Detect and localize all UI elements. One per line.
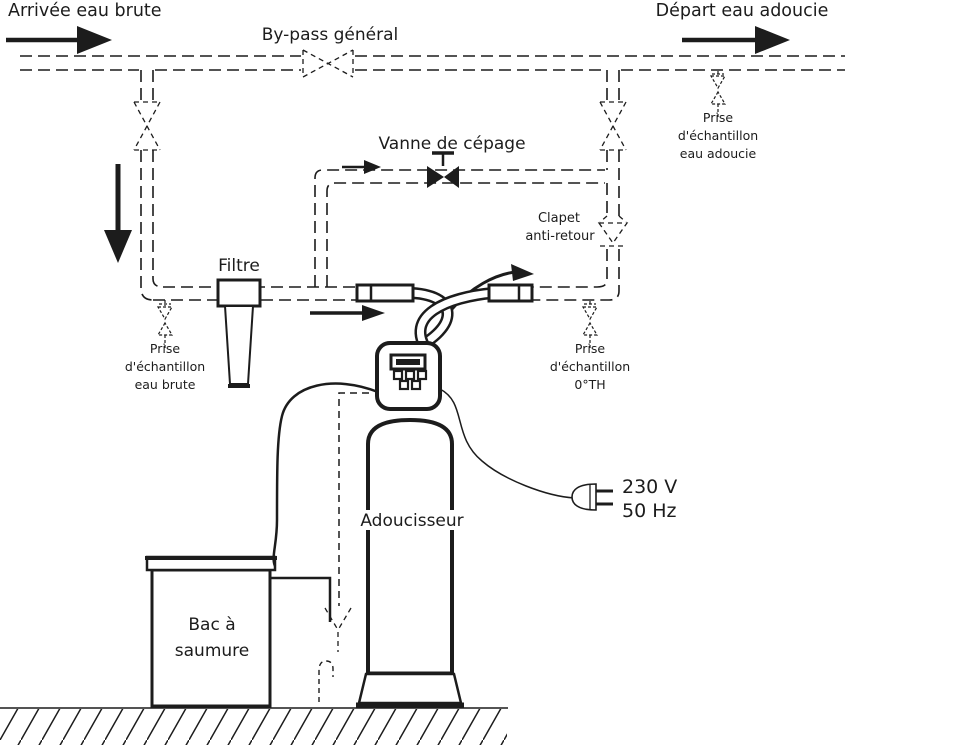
blending-flow-arrow-icon	[342, 160, 381, 174]
power-plug-icon	[571, 483, 613, 511]
sample-tap-hardness-icon	[581, 301, 599, 348]
outlet-flow-arrow-icon	[682, 26, 790, 54]
brine-suction-line	[272, 382, 379, 567]
tap-soft-line3: eau adoucie	[680, 146, 757, 161]
brine-overflow-line	[271, 576, 332, 622]
check-valve-icon	[533, 215, 629, 301]
drain-funnel-icon	[324, 607, 352, 652]
tap-hardness-line3: 0°TH	[574, 377, 605, 392]
brine-tank-label-line2: saumure	[175, 641, 249, 661]
outlet-isolation-valve-branch	[599, 70, 627, 216]
drain-line	[338, 392, 369, 606]
tap-raw-line1: Prise	[150, 341, 180, 356]
ground	[0, 707, 508, 745]
check-valve-label-line2: anti-retour	[525, 229, 595, 244]
tap-raw-line3: eau brute	[135, 377, 196, 392]
down-flow-arrow-icon	[104, 164, 132, 263]
bypass-valve-icon	[302, 49, 354, 78]
blending-valve-label: Vanne de cépage	[378, 134, 525, 154]
tap-hardness-line1: Prise	[575, 341, 605, 356]
tap-soft-line1: Prise	[703, 110, 733, 125]
to-softener-flow-arrow-icon	[310, 305, 385, 321]
drain-trap-icon	[318, 660, 334, 702]
sample-tap-raw-water-label: Prise d'échantillon eau brute	[125, 341, 205, 392]
tap-raw-line2: d'échantillon	[125, 359, 205, 374]
sample-tap-hardness-label: Prise d'échantillon 0°TH	[550, 341, 630, 392]
sample-tap-soft-water-icon	[709, 71, 727, 117]
inlet-label: Arrivée eau brute	[8, 1, 162, 21]
blending-valve-loop	[314, 151, 605, 287]
inlet-flow-arrow-icon	[6, 26, 112, 54]
sample-tap-soft-water-label: Prise d'échantillon eau adoucie	[678, 110, 758, 161]
hose-fitting-left	[355, 283, 415, 303]
control-buttons	[392, 369, 428, 391]
bypass-label: By-pass général	[262, 25, 399, 45]
power-voltage-label: 230 V	[622, 476, 677, 498]
control-head	[375, 341, 442, 411]
outlet-label: Départ eau adoucie	[656, 1, 829, 21]
main-pipe	[20, 55, 845, 71]
brine-tank-label-line1: Bac à	[188, 615, 235, 635]
tap-soft-line2: d'échantillon	[678, 128, 758, 143]
power-frequency-label: 50 Hz	[622, 500, 677, 522]
softener-label: Adoucisseur	[360, 511, 463, 531]
power-cord	[439, 388, 575, 499]
sample-tap-raw-water-icon	[156, 300, 174, 350]
filter-label: Filtre	[218, 256, 260, 276]
tap-hardness-line2: d'échantillon	[550, 359, 630, 374]
hose-fitting-right	[487, 283, 534, 303]
filter-icon	[216, 278, 262, 388]
check-valve-label-line1: Clapet	[538, 211, 580, 226]
softener-tank	[356, 417, 464, 708]
